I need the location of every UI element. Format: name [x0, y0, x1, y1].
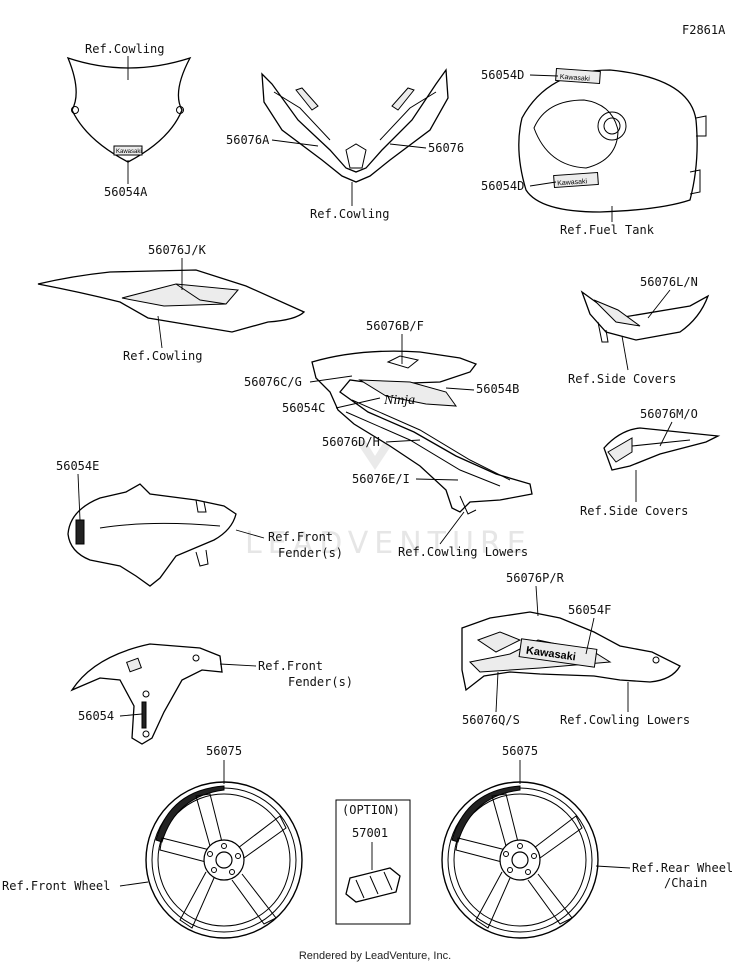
- tank-decal-upper-text: Kawasaki: [560, 74, 591, 83]
- front-fender-lower-ref-1: Ref.Front: [258, 659, 323, 673]
- tail-cowl-ref-label: Ref.Cowling: [123, 349, 202, 363]
- main-cowl-drawing: Ninja: [311, 350, 533, 515]
- rear-wheel-ref-1: Ref.Rear Wheel: [632, 861, 733, 875]
- main-cowl-decal-text: Ninja: [383, 393, 415, 408]
- side-cover-lower-ref: Ref.Side Covers: [580, 504, 688, 518]
- front-fender-upper-drawing: [67, 483, 237, 587]
- upper-cowl-ref-label: Ref.Cowling: [310, 207, 389, 221]
- main-cowl-54c-part: 56054C: [282, 401, 325, 415]
- option-title: (OPTION): [342, 803, 400, 817]
- front-fender-lower-ref-2: Fender(s): [288, 675, 353, 689]
- front-wheel-drawing: [145, 781, 303, 939]
- main-cowl-54b-part: 56054B: [476, 382, 519, 396]
- front-wheel-part: 56075: [206, 744, 242, 758]
- tank-decal-lower-text: Kawasaki: [557, 178, 588, 187]
- front-wheel-ref-label: Ref.Front Wheel: [2, 879, 110, 893]
- main-cowl-dh-part: 56076D/H: [322, 435, 380, 449]
- figure-id: F2861A: [682, 23, 726, 37]
- option-box: [335, 799, 411, 925]
- tail-cowl-part-number: 56076J/K: [148, 243, 207, 257]
- side-cover-upper-part: 56076L/N: [640, 275, 698, 289]
- rear-wheel-ref-2: /Chain: [664, 876, 707, 890]
- windshield-drawing: Kawasaki: [66, 56, 192, 163]
- front-fender-upper-part: 56054E: [56, 459, 99, 473]
- upper-cowl-left-part: 56076A: [226, 133, 270, 147]
- main-cowl-cg-part: 56076C/G: [244, 375, 302, 389]
- rear-wheel-drawing: [441, 781, 599, 939]
- main-cowl-top-part: 56076B/F: [366, 319, 424, 333]
- front-fender-upper-ref-2: Fender(s): [278, 546, 343, 560]
- lower-cowl-qs-part: 56076Q/S: [462, 713, 520, 727]
- watermark-logo: LEADVENTURE: [245, 440, 532, 561]
- fuel-tank-part-lower: 56054D: [481, 179, 524, 193]
- windshield-decal-text: Kawasaki: [116, 149, 142, 155]
- front-fender-upper-ref-1: Ref.Front: [268, 530, 333, 544]
- upper-cowl-right-part: 56076: [428, 141, 464, 155]
- lower-cowl-54f-part: 56054F: [568, 603, 611, 617]
- lower-cowl-ref-label: Ref.Cowling Lowers: [560, 713, 690, 727]
- main-cowl-ref-label: Ref.Cowling Lowers: [398, 545, 528, 559]
- watermark-text: LEADVENTURE: [245, 526, 532, 561]
- windshield-ref-label: Ref.Cowling: [85, 42, 164, 56]
- main-cowl-ei-part: 56076E/I: [352, 472, 410, 486]
- lower-cowl-drawing: Kawasaki: [461, 611, 681, 692]
- fuel-tank-part-upper: 56054D: [481, 68, 524, 82]
- fuel-tank-drawing: Kawasaki Kawasaki: [518, 67, 707, 213]
- lower-cowl-pr-part: 56076P/R: [506, 571, 565, 585]
- side-cover-upper-ref: Ref.Side Covers: [568, 372, 676, 386]
- fuel-tank-ref-label: Ref.Fuel Tank: [560, 223, 655, 237]
- tail-cowl-drawing: [37, 269, 306, 333]
- footer-credit: Rendered by LeadVenture, Inc.: [298, 950, 452, 962]
- option-part: 57001: [352, 826, 388, 840]
- upper-cowl-drawing: [261, 68, 449, 183]
- side-cover-upper-drawing: [580, 290, 710, 343]
- windshield-part-number: 56054A: [104, 185, 148, 199]
- rear-wheel-part: 56075: [502, 744, 538, 758]
- front-fender-lower-part: 56054: [78, 709, 114, 723]
- side-cover-lower-part: 56076M/O: [640, 407, 698, 421]
- side-cover-lower-drawing: [603, 427, 721, 471]
- front-fender-lower-drawing: [70, 643, 223, 745]
